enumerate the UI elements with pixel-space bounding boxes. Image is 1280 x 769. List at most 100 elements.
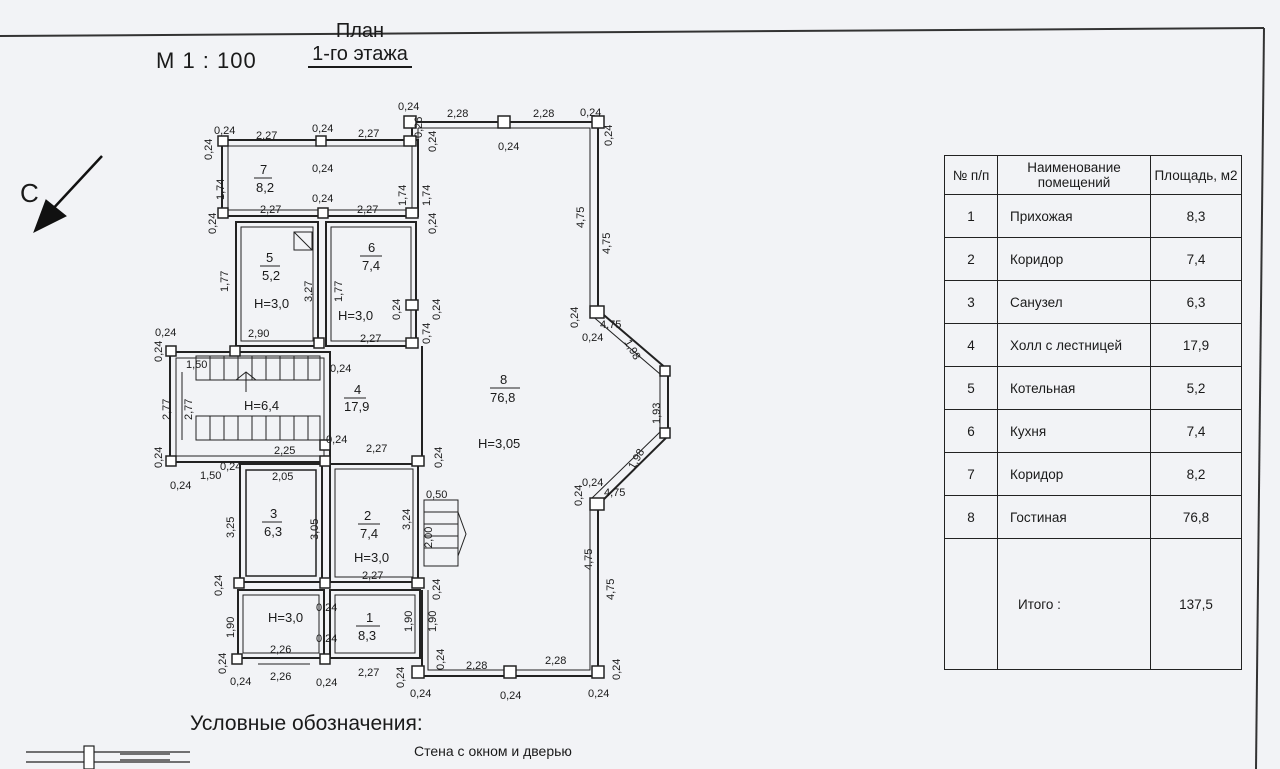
room-6-height: Н=3,0 [338,308,373,323]
total-value: 137,5 [1150,538,1242,670]
dimension-label: 0,24 [431,299,443,320]
row-number: 8 [944,495,998,539]
dimension-label: 2,27 [358,128,379,140]
dimension-label: 0,24 [580,107,601,119]
staircase [195,231,467,567]
dimension-label: 2,28 [466,660,487,672]
dimension-label: 0,24 [435,649,447,670]
room-2-height: Н=3,0 [354,550,389,565]
room-7-number: 7 [260,162,267,177]
table-row: 3 Санузел 6,3 [944,280,1242,324]
dimension-label: 0,24 [582,332,603,344]
dimension-label: 0,24 [603,125,615,146]
dimension-label: 0,24 [431,579,443,600]
room-area: 76,8 [1150,495,1242,539]
dimension-label: 4,75 [601,233,613,254]
room-8-height: Н=3,05 [478,436,520,451]
row-number: 2 [944,237,998,281]
room-6-number: 6 [368,240,375,255]
dimension-label: 3,24 [401,509,413,530]
dimension-label: 2,25 [274,445,295,457]
dimension-label: 0,24 [410,688,431,700]
dimension-label: 4,75 [605,579,617,600]
room-6-area: 7,4 [362,258,380,273]
table-row: 8 Гостиная 76,8 [944,495,1242,539]
dimension-label: 0,24 [170,480,191,492]
row-number: 5 [944,366,998,410]
dimension-label: 3,25 [225,517,237,538]
dimension-label: 0,24 [573,485,585,506]
table-row: 1 Прихожая 8,3 [944,194,1242,238]
table-row: 5 Котельная 5,2 [944,366,1242,410]
dimension-label: 4,75 [600,319,621,331]
room-5-number: 5 [266,250,273,265]
room-area: 8,2 [1150,452,1242,496]
dimension-label: 1,98 [621,338,642,363]
room-name: Холл с лестницей [997,323,1151,367]
dimension-label: 2,28 [447,108,468,120]
north-arrow-icon [33,155,103,234]
dimension-label: 2,27 [360,333,381,345]
dimension-label: 0,24 [569,307,581,328]
room-3-number: 3 [270,506,277,521]
room-name: Санузел [997,280,1151,324]
dimension-label: 2,27 [357,204,378,216]
table-row: 7 Коридор 8,2 [944,452,1242,496]
dimension-label: 0,24 [582,477,603,489]
dimension-label: 0,24 [312,163,333,175]
dimension-label: 0,24 [433,447,445,468]
plan-title: План [335,20,385,42]
room-5-area: 5,2 [262,268,280,283]
dimension-label: 2,90 [248,328,269,340]
dimension-label: 2,26 [270,644,291,656]
dimension-label: 2,27 [358,667,379,679]
dimension-label: 0,24 [316,602,337,614]
dimension-label: 0,24 [214,125,235,137]
dimension-label: 0,24 [153,447,165,468]
row-number: 1 [944,194,998,238]
dimension-labels: 0,24 2,27 0,24 2,27 0,24 2,28 2,28 0,24 … [153,101,663,702]
dimension-label: 0,24 [220,461,241,473]
dimension-label: 0,24 [316,677,337,689]
dimension-label: 1,90 [225,617,237,638]
room-name: Коридор [997,452,1151,496]
room-1-area: 8,3 [358,628,376,643]
dimension-label: 2,27 [366,443,387,455]
room-name: Гостиная [997,495,1151,539]
dimension-label: 0,24 [326,434,347,446]
dimension-label: 0,24 [217,653,229,674]
dimension-label: 1,74 [421,185,433,206]
dimension-label: 0,50 [426,489,447,501]
dimension-label: 0,24 [207,213,219,234]
room-4-height: Н=6,4 [244,398,279,413]
dimension-label: 2,28 [545,655,566,667]
room-name: Котельная [997,366,1151,410]
total-empty-cell [944,538,998,670]
column-header: Наименование помещений [997,155,1151,195]
row-number: 3 [944,280,998,324]
dimension-label: 3,27 [303,281,315,302]
room-1-height: Н=3,0 [268,610,303,625]
dimension-label: 0,24 [500,690,521,702]
dimension-label: 0,24 [330,363,351,375]
dimension-label: 2,77 [183,399,195,420]
dimension-label: 1,50 [186,359,207,371]
plan-title-block: План 1-го этажа [290,20,430,68]
dimension-label: 2,77 [161,399,173,420]
dimension-label: 2,28 [533,108,554,120]
room-area: 17,9 [1150,323,1242,367]
column-header: Площадь, м2 [1150,155,1242,195]
room-area: 6,3 [1150,280,1242,324]
dimension-label: 2,27 [256,130,277,142]
dimension-label: 0,24 [395,667,407,688]
room-name: Кухня [997,409,1151,453]
room-name: Прихожая [997,194,1151,238]
north-label: С [20,178,39,208]
dimension-label: 0,24 [498,141,519,153]
dimension-label: 1,90 [403,611,415,632]
dimension-label: 2,27 [260,204,281,216]
room-4-number: 4 [354,382,361,397]
dimension-label: 1,93 [651,403,663,424]
dimension-label: 0,24 [427,213,439,234]
dimension-label: 2,26 [270,671,291,683]
